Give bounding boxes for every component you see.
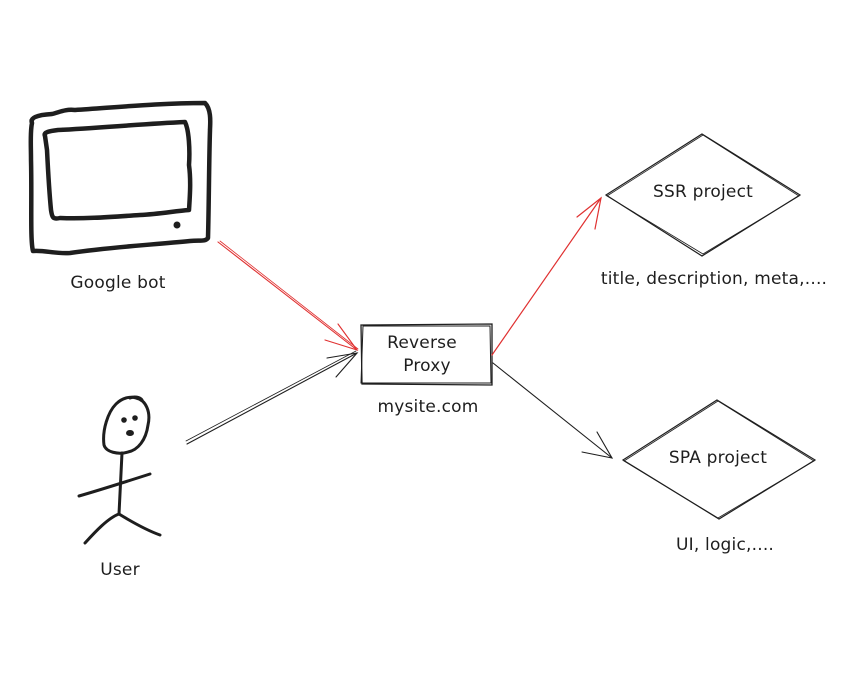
stick-figure-mouth	[126, 430, 134, 436]
reverse-proxy-label-line2: Proxy	[403, 356, 451, 376]
spa-project-diamond[interactable]	[621, 399, 817, 520]
monitor-icon	[28, 100, 213, 256]
ssr-project-diamond[interactable]	[604, 133, 802, 257]
spa-project-label: SPA project	[668, 448, 768, 468]
stick-figure-legs	[83, 512, 162, 545]
stick-figure-hair	[128, 395, 144, 402]
ssr-project-label: SSR project	[653, 182, 753, 202]
stick-figure-arms	[77, 472, 152, 498]
reverse-proxy-label-line1: Reverse	[387, 333, 457, 353]
monitor-outer-frame	[28, 100, 213, 256]
reverse-proxy-caption: mysite.com	[377, 397, 479, 417]
spa-project-caption: UI, logic,....	[675, 535, 775, 555]
stick-figure-icon	[77, 395, 162, 545]
ssr-project-caption: title, description, meta,....	[600, 269, 828, 289]
user-label: User	[100, 560, 140, 580]
edge-proxy-to-spa	[492, 362, 614, 459]
arrowhead	[326, 352, 359, 378]
stick-figure-head	[102, 395, 151, 455]
google-bot-label: Google bot	[70, 273, 166, 293]
stick-figure-eye-left	[121, 417, 127, 423]
stick-figure-eye-right	[132, 415, 138, 421]
arrowhead	[576, 196, 602, 230]
stick-figure-body	[117, 451, 124, 516]
monitor-inner-screen	[42, 119, 193, 221]
reverse-proxy-box[interactable]	[360, 323, 493, 386]
edge-user-to-proxy	[185, 350, 359, 445]
arrowhead	[324, 323, 359, 352]
edge-proxy-to-ssr	[491, 196, 602, 356]
arrowhead	[581, 431, 614, 459]
monitor-power-button	[173, 221, 181, 229]
edge-googlebot-to-proxy	[217, 240, 359, 352]
